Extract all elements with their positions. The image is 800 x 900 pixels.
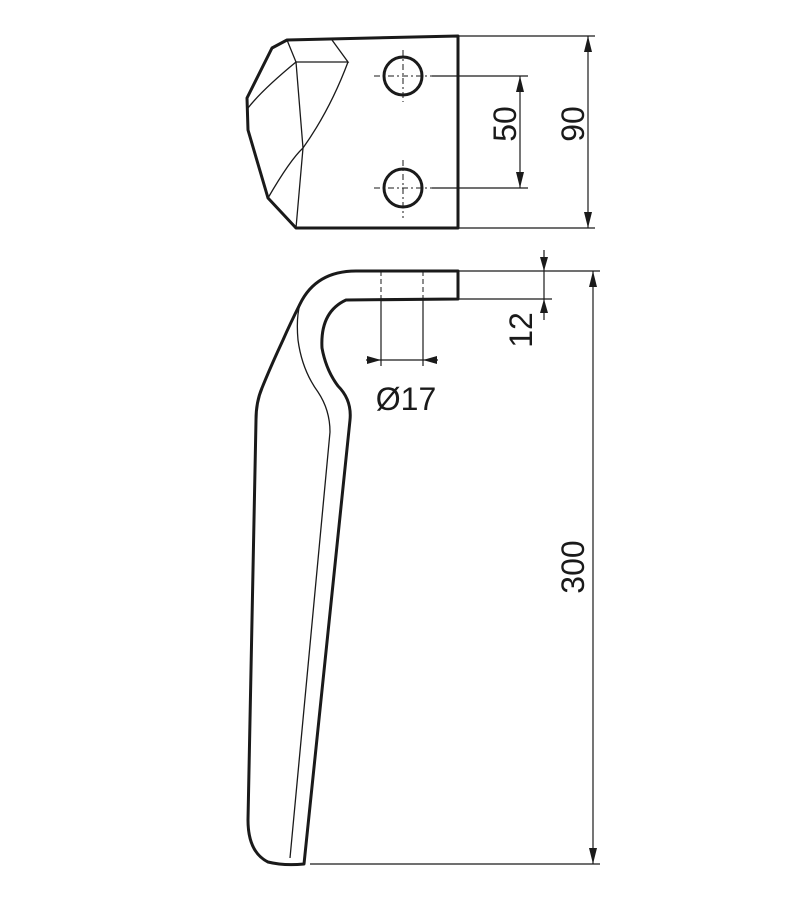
dimension-label-300: 300 [555, 540, 591, 593]
dimension-plate-width: 90 [458, 35, 595, 229]
dimension-label-50: 50 [487, 106, 523, 142]
top-view-lower-bevel [267, 147, 304, 199]
dimension-hole-spacing: 50 [432, 75, 528, 189]
dimension-blade-height: 300 [310, 270, 600, 865]
top-view-outline [245, 34, 460, 230]
side-view [246, 269, 460, 867]
blade-bevel-line [289, 303, 331, 859]
top-view-curve-line [247, 61, 297, 109]
blade-outline [246, 269, 460, 867]
dimension-plate-thickness: 12 [458, 250, 552, 348]
dimension-hole-diameter: Ø17 [366, 299, 438, 417]
top-view-bevel-line [286, 39, 304, 229]
top-view-slope-line [302, 61, 349, 149]
top-view-edge-line [296, 39, 350, 63]
dimension-label-diameter: Ø17 [376, 381, 436, 417]
top-view [245, 34, 460, 230]
dimension-label-12: 12 [503, 312, 539, 348]
dimension-label-90: 90 [555, 106, 591, 142]
